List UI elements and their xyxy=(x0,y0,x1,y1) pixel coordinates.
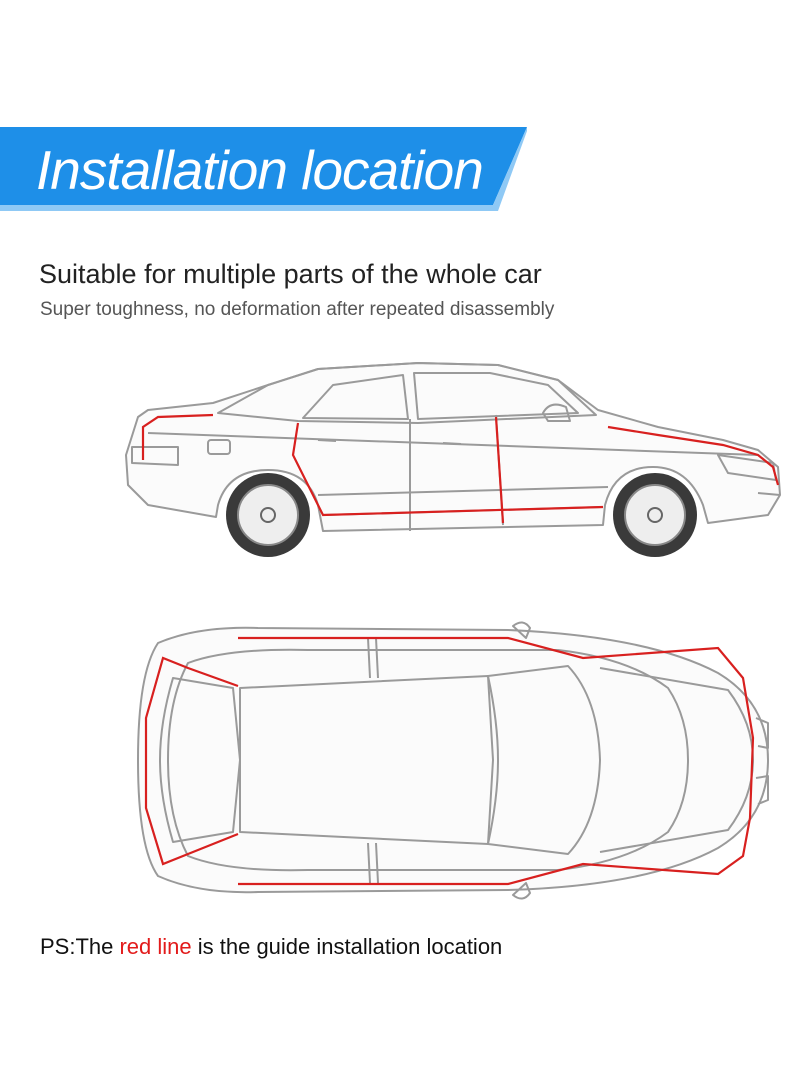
headline: Suitable for multiple parts of the whole… xyxy=(39,259,542,289)
banner-title: Installation location xyxy=(36,139,484,201)
banner-shape xyxy=(0,127,527,211)
installation-note: PS:The red line is the guide installatio… xyxy=(40,933,502,961)
note-prefix: PS:The xyxy=(40,934,120,959)
note-suffix: is the guide installation location xyxy=(191,934,503,959)
title-banner: Installation location xyxy=(0,127,800,213)
car-side-view-illustration xyxy=(125,362,781,557)
front-wheel xyxy=(613,473,697,557)
note-highlight: red line xyxy=(119,934,192,959)
rear-wheel xyxy=(226,473,310,557)
car-top-view-illustration xyxy=(137,621,769,900)
subheadline: Super toughness, no deformation after re… xyxy=(40,299,555,320)
red-guide-lines xyxy=(141,413,780,524)
red-guide-lines-top xyxy=(144,636,755,886)
